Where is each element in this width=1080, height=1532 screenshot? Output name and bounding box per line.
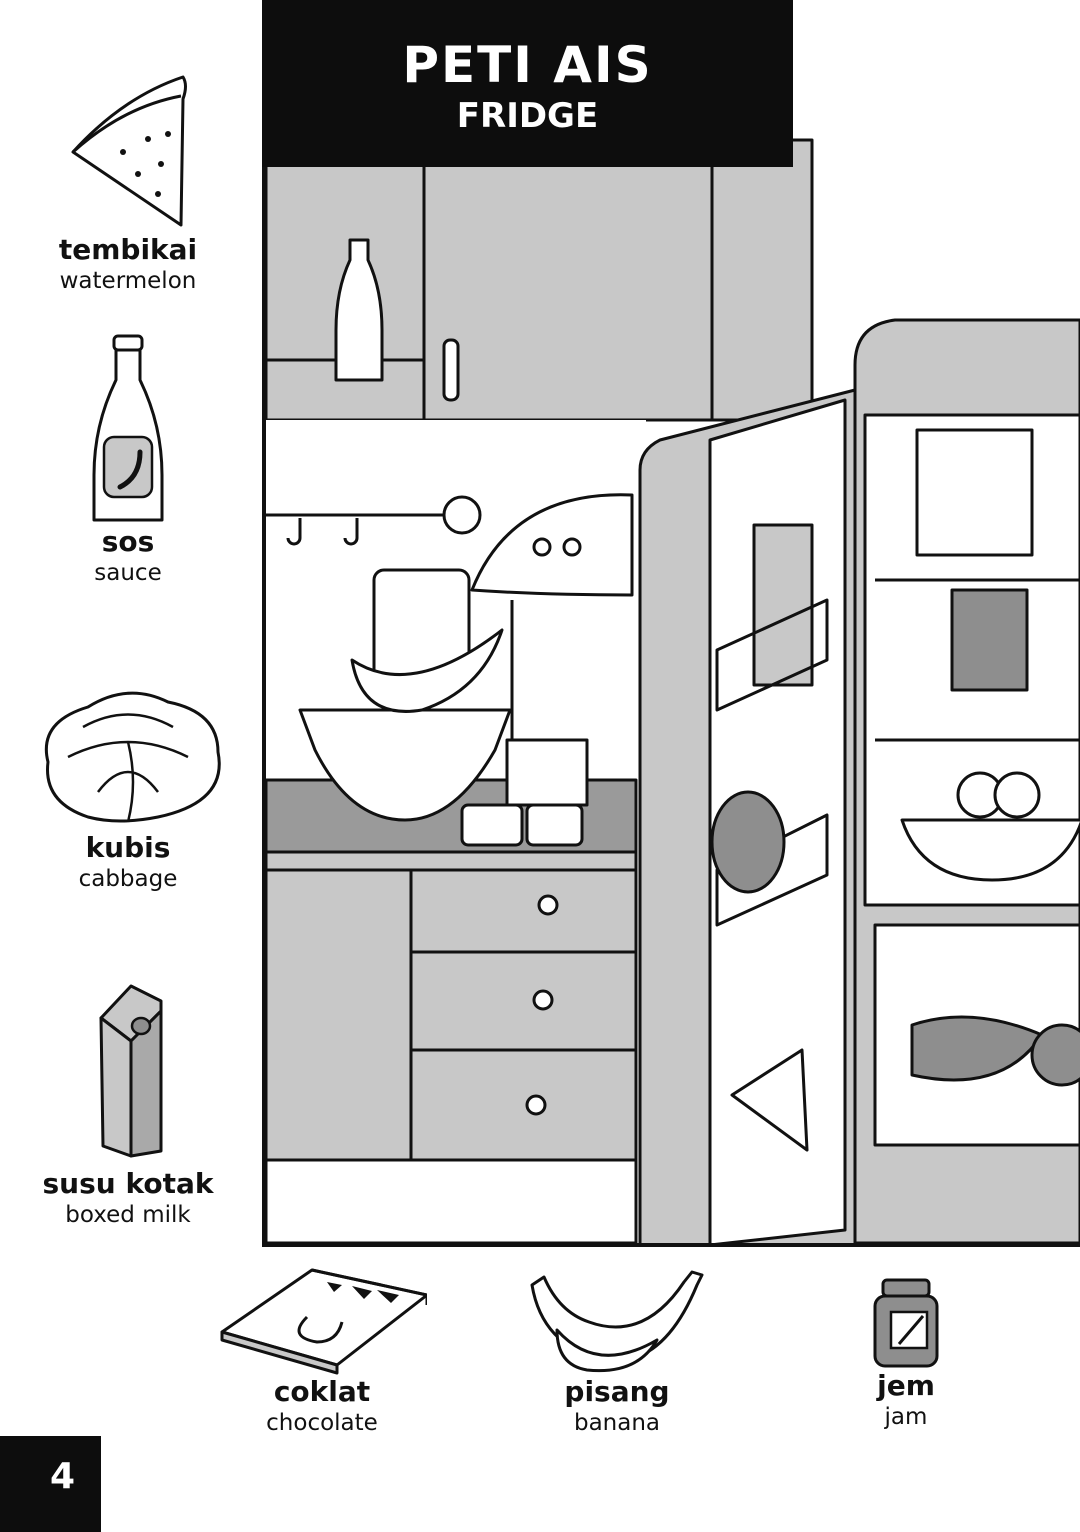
vocab-item-chocolate: coklat chocolate [202,1262,442,1438]
vocab-item-jam: jem jam [786,1276,1026,1432]
vocab-malay: sos [101,525,155,558]
jam-jar-icon [873,1278,939,1368]
fruit-basket [298,708,512,822]
vocab-malay: susu kotak [42,1167,214,1200]
page-number: 4 [0,1436,101,1532]
vocab-malay: coklat [273,1375,371,1408]
scene-pitcher [950,588,1029,692]
scene-syrup-bottle [710,790,786,894]
vocab-english: chocolate [266,1410,378,1436]
page-title: PETI AIS FRIDGE [262,0,793,167]
vocab-item-cabbage: kubis cabbage [8,682,248,894]
vocab-english: sauce [94,560,162,586]
scene-box [915,428,1034,557]
vocab-item-banana: pisang banana [497,1270,737,1438]
scene-watermelon-slice [730,1048,809,1152]
banana-icon [530,1270,704,1373]
title-malay: PETI AIS [402,36,653,94]
vocab-english: watermelon [59,268,197,294]
scene-salad-bowl [900,818,1080,882]
scene-sauce-bottle [334,238,384,382]
kitchen-fridge-scene [264,138,1080,1247]
vocab-english: cabbage [78,866,178,892]
vocab-item-sauce: sos sauce [8,332,248,588]
vocab-malay: tembikai [58,233,198,266]
sauce-bottle-icon [92,334,164,522]
vocab-malay: jem [877,1369,935,1402]
vocab-item-boxed-milk: susu kotak boxed milk [8,978,248,1230]
vocab-item-watermelon: tembikai watermelon [8,74,248,296]
watermelon-icon [71,75,187,227]
upper-cabinet-right [710,138,814,422]
title-english: FRIDGE [456,96,599,136]
scene-milk-carton [752,523,814,687]
vocab-english: banana [573,1410,661,1436]
vocab-english: boxed milk [65,1202,191,1228]
vocab-english: jam [884,1404,928,1430]
scene-frame [262,0,1080,1247]
cabbage-icon [44,691,221,823]
milk-carton-icon [99,984,163,1158]
scene-banana [350,628,504,713]
vocab-malay: kubis [85,831,171,864]
cabinet-handle [442,338,460,402]
chocolate-bar-icon [220,1268,427,1375]
vocab-malay: pisang [564,1375,670,1408]
